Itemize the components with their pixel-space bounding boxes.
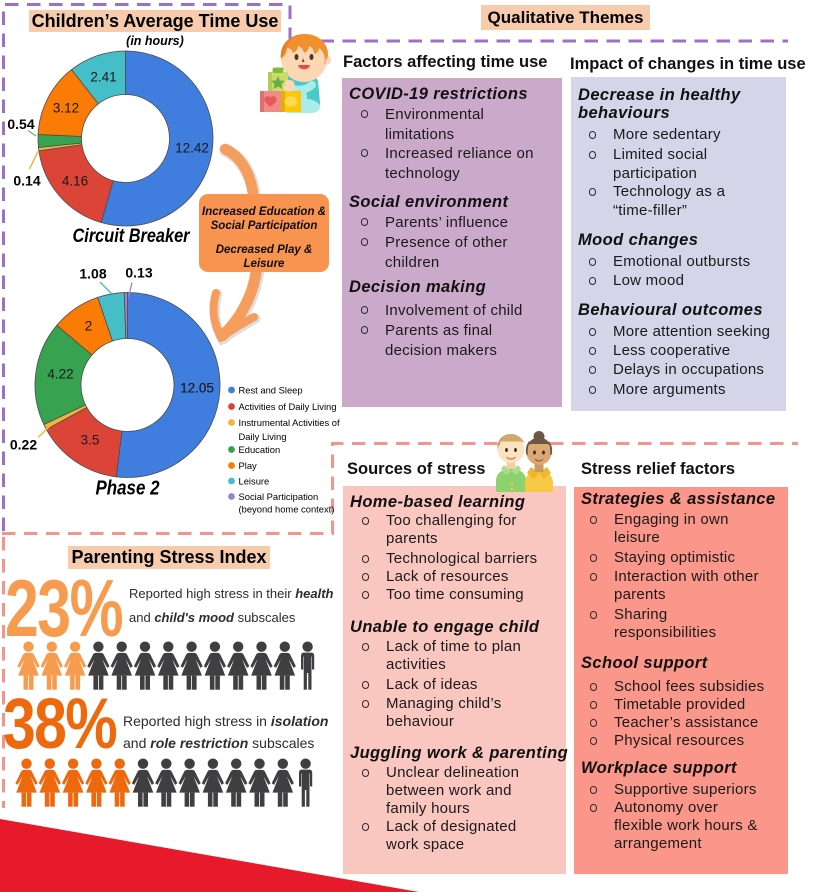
svg-text:Activities of Daily Living: Activities of Daily Living — [239, 401, 337, 412]
svg-text:2: 2 — [85, 319, 93, 334]
svg-text:Instrumental Activities of: Instrumental Activities of — [239, 417, 340, 428]
svg-text:12.05: 12.05 — [180, 381, 214, 396]
svg-text:12.42: 12.42 — [175, 141, 209, 156]
svg-text:3.12: 3.12 — [53, 101, 79, 116]
svg-text:4.16: 4.16 — [62, 174, 88, 189]
svg-text:0.22: 0.22 — [10, 437, 37, 453]
svg-text:Social Participation: Social Participation — [239, 491, 319, 502]
svg-text:0.54: 0.54 — [7, 116, 34, 132]
svg-text:Play: Play — [239, 460, 258, 471]
svg-text:Rest and Sleep: Rest and Sleep — [239, 385, 303, 396]
svg-text:1.08: 1.08 — [79, 266, 106, 282]
svg-text:4.22: 4.22 — [47, 367, 73, 382]
svg-text:2.41: 2.41 — [90, 70, 116, 85]
svg-text:3.5: 3.5 — [81, 433, 100, 448]
svg-text:Phase 2: Phase 2 — [96, 478, 160, 500]
svg-text:Education: Education — [239, 444, 281, 455]
svg-text:(beyond home context): (beyond home context) — [239, 504, 335, 515]
svg-text:Circuit Breaker: Circuit Breaker — [73, 225, 191, 247]
svg-text:0.13: 0.13 — [125, 265, 152, 281]
svg-text:0.14: 0.14 — [13, 173, 40, 189]
svg-text:12.05: 12.05 — [180, 381, 214, 396]
svg-text:Leisure: Leisure — [239, 476, 270, 487]
svg-text:Daily Living: Daily Living — [239, 431, 287, 442]
